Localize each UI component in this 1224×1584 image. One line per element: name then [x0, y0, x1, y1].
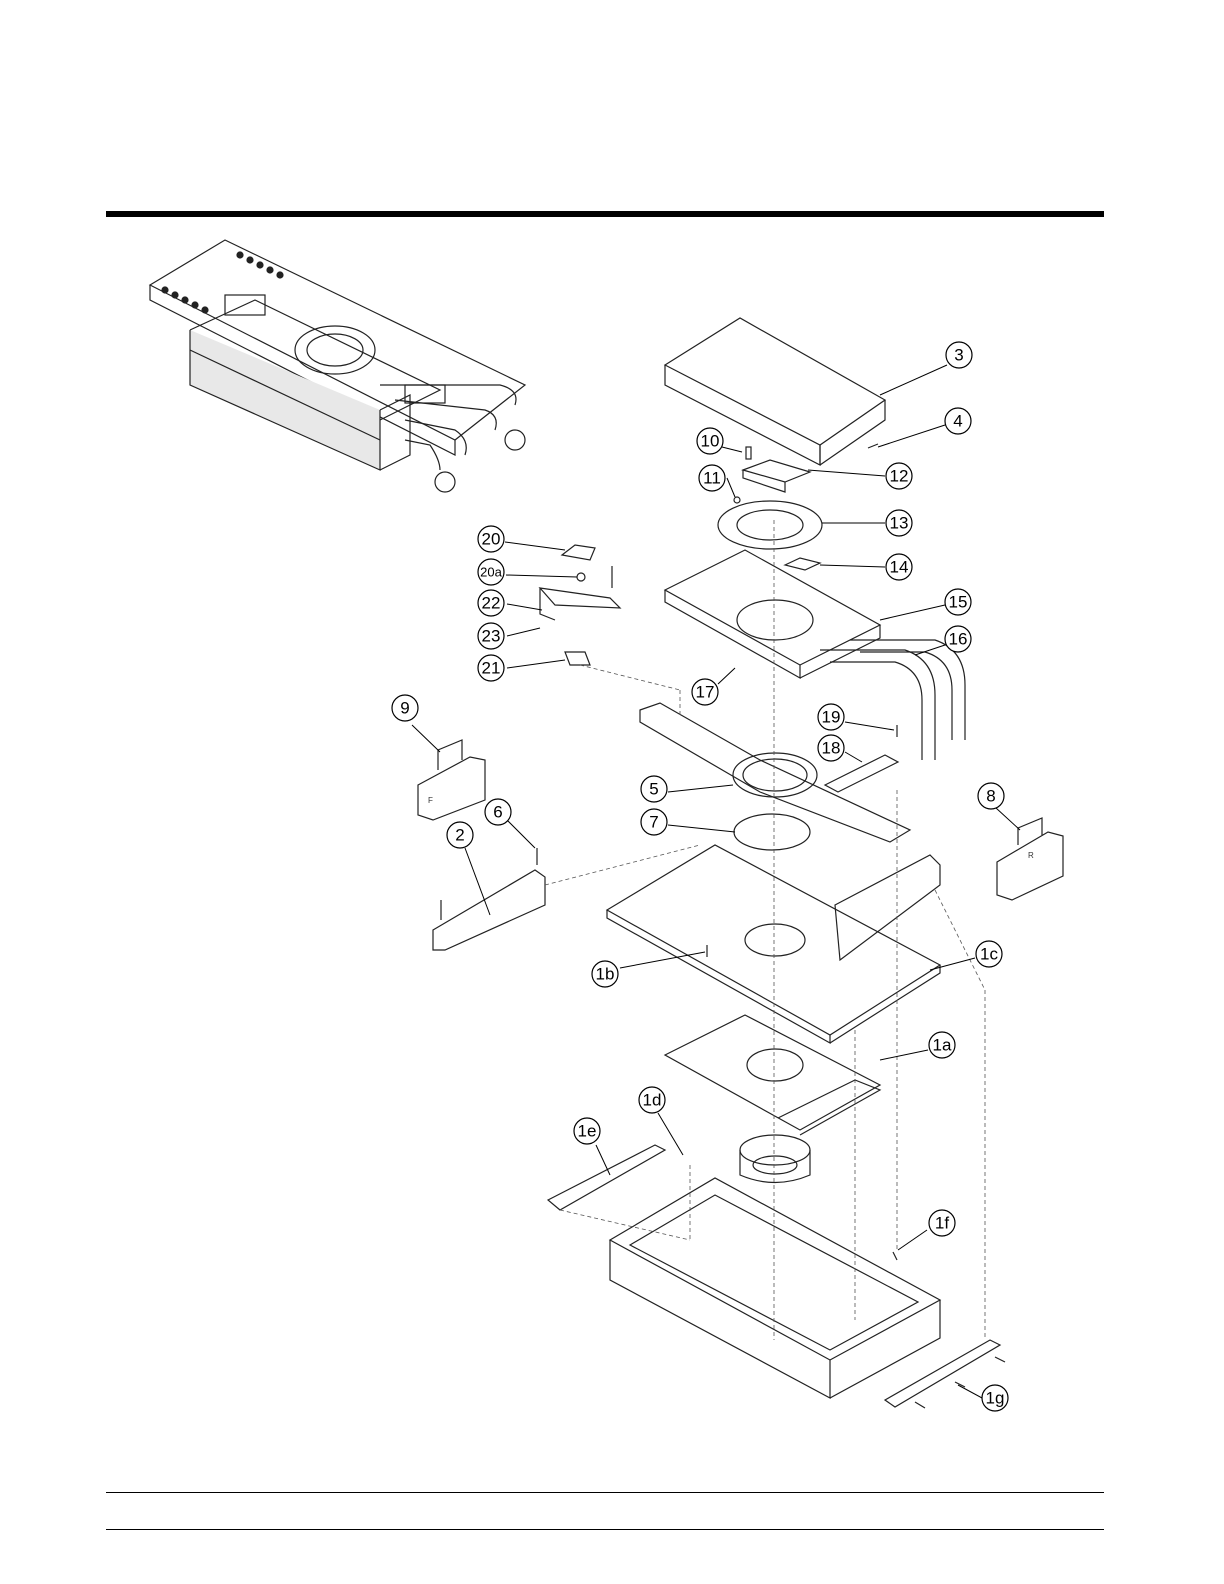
- callout-22: 22: [482, 594, 501, 613]
- part-15-tray: [665, 550, 880, 678]
- callout-7: 7: [649, 813, 658, 832]
- callout-3: 3: [954, 346, 963, 365]
- latch-assembly: [540, 545, 620, 665]
- callout-1f: 1f: [935, 1214, 949, 1233]
- part-5-plate: [640, 703, 910, 842]
- callout-1e: 1e: [578, 1122, 597, 1141]
- callout-10: 10: [701, 432, 720, 451]
- part-9-pad: [418, 740, 485, 820]
- main-base-plate: [607, 845, 940, 1043]
- left-pad-marking: F: [428, 796, 433, 805]
- callout-13: 13: [890, 514, 909, 533]
- mount-bracket: [665, 1015, 880, 1135]
- callout-21: 21: [482, 659, 501, 678]
- callout-1g: 1g: [986, 1389, 1005, 1408]
- part-7-ring: [734, 814, 810, 850]
- callout-14: 14: [890, 558, 909, 577]
- callout-11: 11: [703, 469, 721, 488]
- part-13-ring: [718, 501, 822, 549]
- callout-6: 6: [493, 803, 502, 822]
- callout-9: 9: [400, 699, 409, 718]
- callout-8: 8: [986, 787, 995, 806]
- callout-15: 15: [949, 593, 968, 612]
- callout-18: 18: [822, 739, 841, 758]
- callout-1c: 1c: [980, 945, 998, 964]
- bearing-ring: [740, 1135, 810, 1183]
- callout-1d: 1d: [643, 1091, 662, 1110]
- callout-1a: 1a: [933, 1036, 952, 1055]
- callout-20a: 20a: [480, 565, 502, 580]
- right-pad-marking: R: [1028, 851, 1034, 860]
- callout-16: 16: [949, 630, 968, 649]
- part-14-block: [785, 558, 820, 570]
- callout-20: 20: [482, 530, 501, 549]
- callout-4: 4: [953, 412, 962, 431]
- part-1e-bar: [548, 1145, 665, 1210]
- callout-5: 5: [649, 780, 658, 799]
- callout-23: 23: [482, 627, 501, 646]
- callout-2: 2: [455, 826, 464, 845]
- callout-12: 12: [890, 467, 909, 486]
- part-4-screw: [868, 444, 878, 448]
- callout-1b: 1b: [596, 965, 615, 984]
- base-housing: [610, 1178, 940, 1398]
- callout-19: 19: [822, 708, 841, 727]
- part-2-rail: [433, 848, 545, 950]
- parts-10-11-12: [734, 447, 810, 503]
- assembled-view: [150, 240, 525, 492]
- callout-17: 17: [696, 683, 715, 702]
